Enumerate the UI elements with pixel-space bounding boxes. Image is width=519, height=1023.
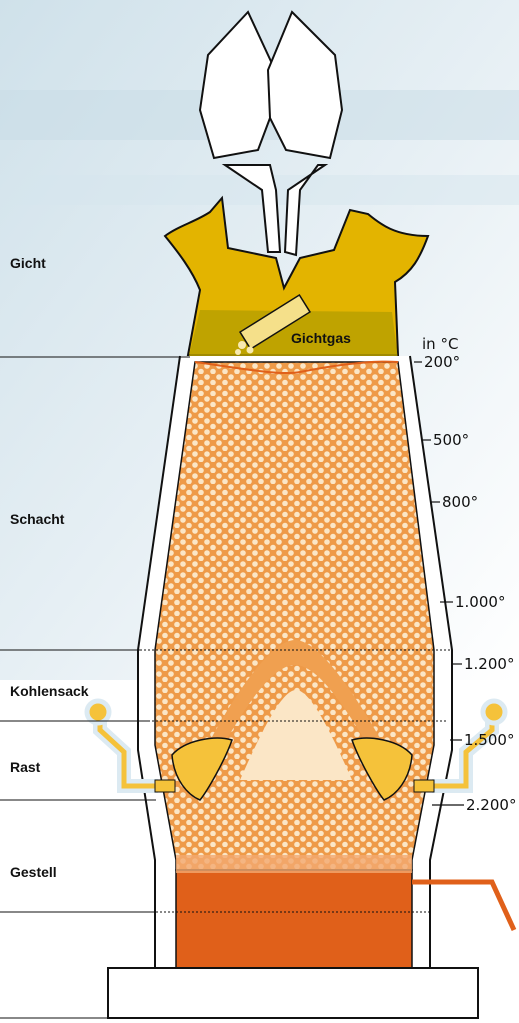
gas-label: Gichtgas bbox=[291, 330, 351, 346]
zone-label-gestell: Gestell bbox=[10, 864, 57, 880]
molten-iron bbox=[176, 870, 412, 968]
zone-label-schacht: Schacht bbox=[10, 511, 64, 527]
furnace-base bbox=[108, 968, 478, 1018]
temperature-500: 500° bbox=[433, 431, 469, 449]
temperature-1200: 1.200° bbox=[464, 655, 514, 673]
temperature-1500: 1.500° bbox=[464, 731, 514, 749]
zone-label-kohlensack: Kohlensack bbox=[10, 683, 89, 699]
zone-label-rast: Rast bbox=[10, 759, 40, 775]
temperature-1000: 1.000° bbox=[455, 593, 505, 611]
temperature-800: 800° bbox=[442, 493, 478, 511]
temperature-2200: 2.200° bbox=[466, 796, 516, 814]
zone-label-gicht: Gicht bbox=[10, 255, 46, 271]
temperature-unit-label: in °C bbox=[422, 335, 458, 353]
temperature-200: 200° bbox=[424, 353, 460, 371]
